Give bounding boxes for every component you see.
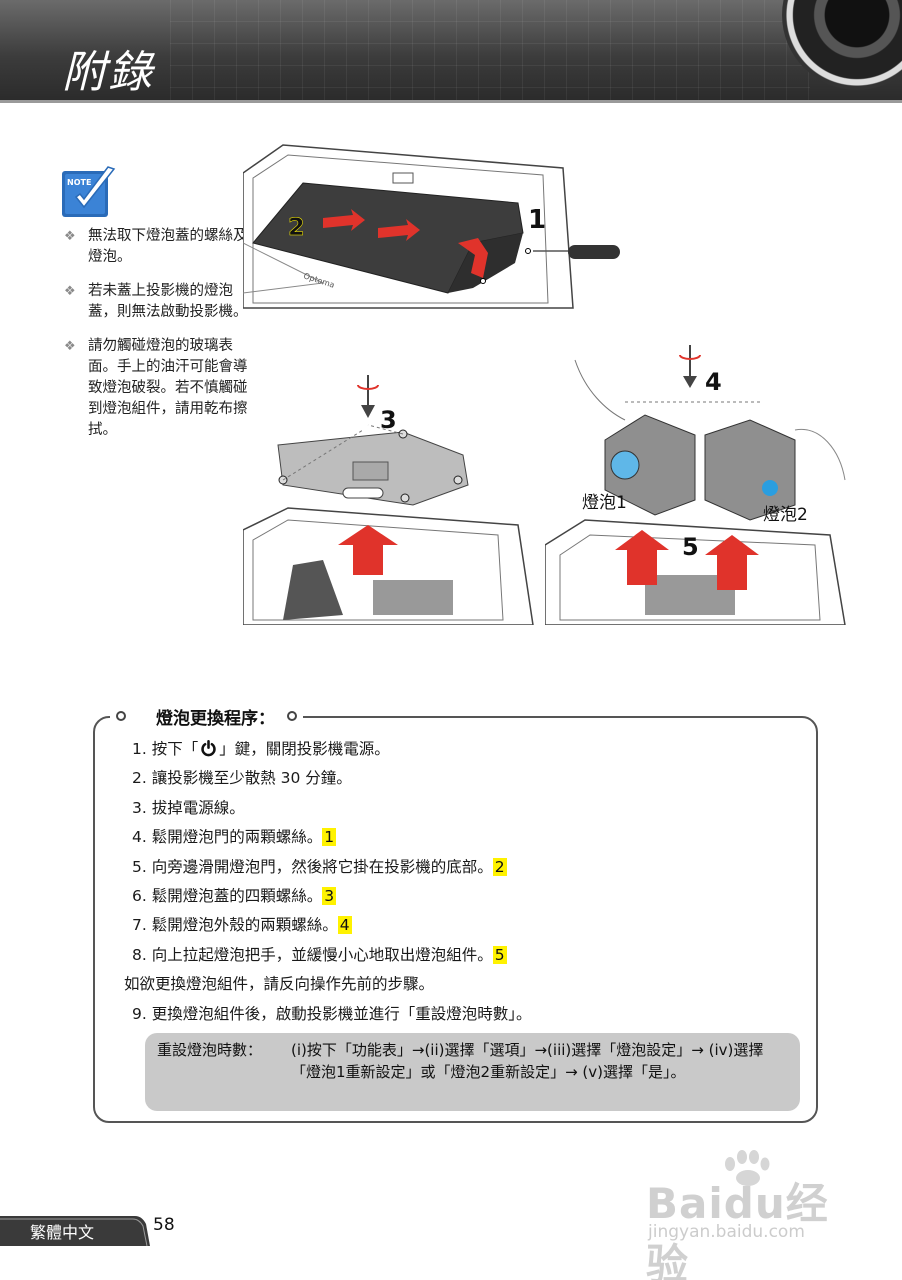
diamond-bullet-icon: ❖ [64, 339, 76, 354]
page-header: 附錄 [0, 0, 902, 103]
step-marker-2: 2 [288, 213, 305, 241]
watermark-site: jingyan.baidu.com [648, 1222, 805, 1242]
step-highlight-marker: 4 [337, 916, 352, 935]
procedure-note: 如欲更換燈泡組件，請反向操作先前的步驟。 [124, 975, 435, 994]
diamond-bullet-icon: ❖ [64, 284, 76, 299]
procedure-step: 2. 讓投影機至少散熱 30 分鐘。 [132, 769, 352, 788]
paw-icon [725, 1150, 770, 1186]
procedure-step: 6. 鬆開燈泡蓋的四顆螺絲。3 [132, 886, 337, 905]
ring-left-icon [116, 711, 126, 721]
footer-language-tab [0, 1216, 150, 1246]
procedure-steps: 1. 按下「」鍵，關閉投影機電源。 2. 讓投影機至少散熱 30 分鐘。 3. … [124, 738, 802, 1032]
procedure-title-bar: 燈泡更換程序： [110, 702, 303, 730]
step-highlight-marker: 2 [492, 857, 507, 876]
header-divider [0, 100, 902, 103]
procedure-step: 7. 鬆開燈泡外殼的兩顆螺絲。4 [132, 916, 352, 935]
step-highlight-marker: 3 [322, 886, 337, 905]
note-item: ❖無法取下燈泡蓋的螺絲及燈泡。 [64, 228, 248, 265]
step-marker-4: 4 [705, 368, 722, 396]
procedure-step: 9. 更換燈泡組件後，啟動投影機並進行「重設燈泡時數」。 [132, 1004, 532, 1023]
procedure-box [93, 716, 818, 1123]
step-marker-5: 5 [682, 533, 699, 561]
note-item: ❖請勿觸碰燈泡的玻璃表面。手上的油汗可能會導致燈泡破裂。若不慎觸碰到燈泡組件，請… [64, 338, 248, 438]
ring-right-icon [287, 711, 297, 721]
page-title: 附錄 [62, 47, 154, 98]
notes-list: ❖無法取下燈泡蓋的螺絲及燈泡。 ❖若未蓋上投影機的燈泡蓋，則無法啟動投影機。 ❖… [62, 226, 252, 454]
power-icon [201, 740, 216, 757]
footer-language: 繁體中文 [30, 1223, 95, 1242]
procedure-step: 5. 向旁邊滑開燈泡門，然後將它掛在投影機的底部。2 [132, 857, 507, 876]
lamp-cover-illustration: 3 [243, 375, 534, 625]
watermark: Baidu经验 jingyan.baidu.com [640, 1150, 850, 1280]
reset-lamp-hours-text: (i)按下「功能表」→(ii)選擇「選項」→(iii)選擇「燈泡設定」→ (iv… [291, 1041, 764, 1081]
reset-lamp-hours-box: 重設燈泡時數： (i)按下「功能表」→(ii)選擇「選項」→(iii)選擇「燈泡… [145, 1033, 800, 1111]
step-marker-1: 1 [528, 205, 546, 235]
note-check-icon: NOTE [62, 166, 116, 217]
watermark-brand: Baidu经验 [646, 1179, 829, 1280]
procedure-title: 燈泡更換程序： [156, 708, 275, 729]
step-marker-3: 3 [380, 406, 397, 434]
reset-lamp-hours-label: 重設燈泡時數： [157, 1041, 263, 1059]
step-highlight-marker: 5 [492, 945, 507, 964]
procedure-step: 1. 按下「」鍵，關閉投影機電源。 [132, 740, 390, 758]
lamp-1-label: 燈泡1 [582, 493, 627, 513]
procedure-step: 4. 鬆開燈泡門的兩顆螺絲。1 [132, 828, 337, 847]
note-item: ❖若未蓋上投影機的燈泡蓋，則無法啟動投影機。 [64, 283, 248, 320]
procedure-step: 3. 拔掉電源線。 [132, 798, 245, 817]
header-pattern [170, 0, 810, 103]
step-highlight-marker: 1 [322, 828, 337, 847]
lamp-2-label: 燈泡2 [763, 505, 808, 525]
procedure-step: 8. 向上拉起燈泡把手，並緩慢小心地取出燈泡組件。5 [132, 945, 507, 964]
note-icon-label: NOTE [67, 178, 91, 187]
lamp-module-illustration: 4 燈泡1 燈泡2 5 [545, 345, 846, 625]
page-number: 58 [153, 1215, 175, 1235]
lamp-door-illustration: Optoma 2 1 [243, 144, 620, 309]
diamond-bullet-icon: ❖ [64, 229, 76, 244]
